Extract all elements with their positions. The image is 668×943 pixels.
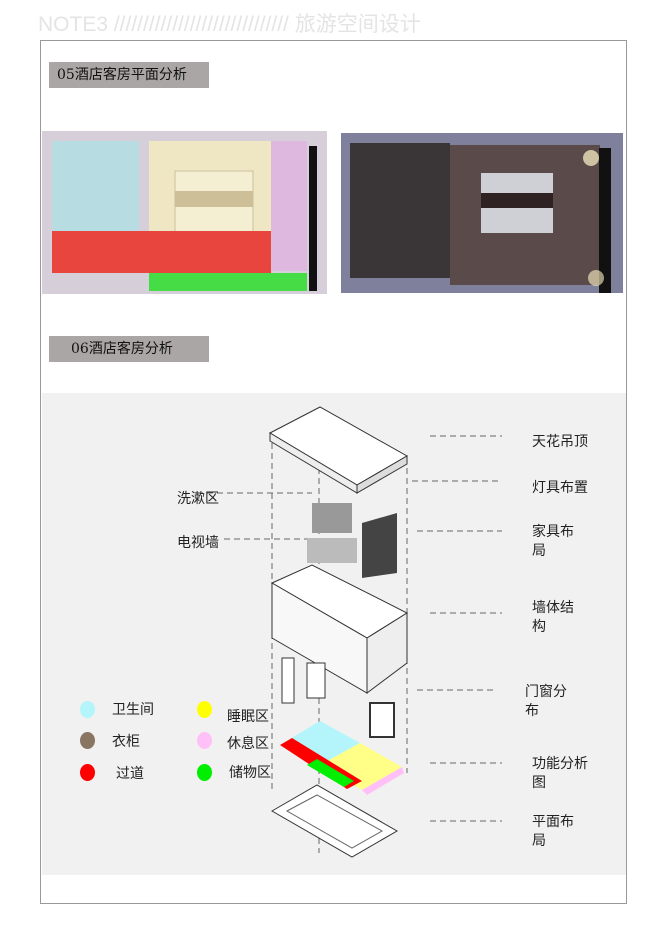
legend-label: 睡眠区 bbox=[227, 709, 269, 725]
label-door-window: 门窗分布 bbox=[525, 684, 567, 719]
floor-plan-layer bbox=[270, 784, 399, 858]
ceiling-layer bbox=[268, 406, 409, 494]
label-floor-layout: 平面布局 bbox=[532, 814, 574, 849]
floor-plan-function-zones bbox=[42, 131, 327, 294]
legend-label: 储物区 bbox=[229, 765, 271, 781]
legend-label: 卫生间 bbox=[112, 702, 154, 718]
label-tv-wall: 电视墙 bbox=[177, 535, 219, 551]
label-wall-structure: 墙体结构 bbox=[532, 600, 574, 635]
header-title: NOTE3 ////////////////////////////// 旅游空… bbox=[38, 13, 421, 36]
wall-layer bbox=[270, 564, 409, 694]
exploded-axonometric-diagram bbox=[197, 406, 502, 858]
legend-swatch-rest bbox=[197, 732, 212, 749]
legend-swatch-corridor bbox=[80, 764, 95, 781]
legend-swatch-sleeping bbox=[197, 701, 212, 718]
floor-plan-lighting bbox=[341, 133, 623, 293]
legend-label: 休息区 bbox=[227, 736, 269, 752]
legend-label: 过道 bbox=[116, 766, 144, 782]
zone-layer bbox=[280, 721, 404, 795]
label-lighting: 灯具布置 bbox=[532, 480, 588, 496]
legend-swatch-wardrobe bbox=[80, 732, 95, 749]
section-06-title: 06酒店客房分析 bbox=[49, 336, 209, 362]
furniture-layer bbox=[307, 503, 397, 578]
legend-swatch-storage bbox=[197, 764, 212, 781]
label-wash-area: 洗漱区 bbox=[177, 491, 219, 507]
door-window-layer bbox=[281, 657, 395, 738]
legend-label: 衣柜 bbox=[112, 734, 140, 750]
label-furniture: 家具布局 bbox=[532, 524, 574, 559]
content-frame bbox=[40, 40, 627, 904]
section-05-title: 05酒店客房平面分析 bbox=[49, 62, 209, 88]
legend-swatch-bathroom bbox=[80, 701, 95, 718]
label-ceiling: 天花吊顶 bbox=[532, 434, 588, 450]
label-function-analysis: 功能分析图 bbox=[532, 756, 588, 791]
